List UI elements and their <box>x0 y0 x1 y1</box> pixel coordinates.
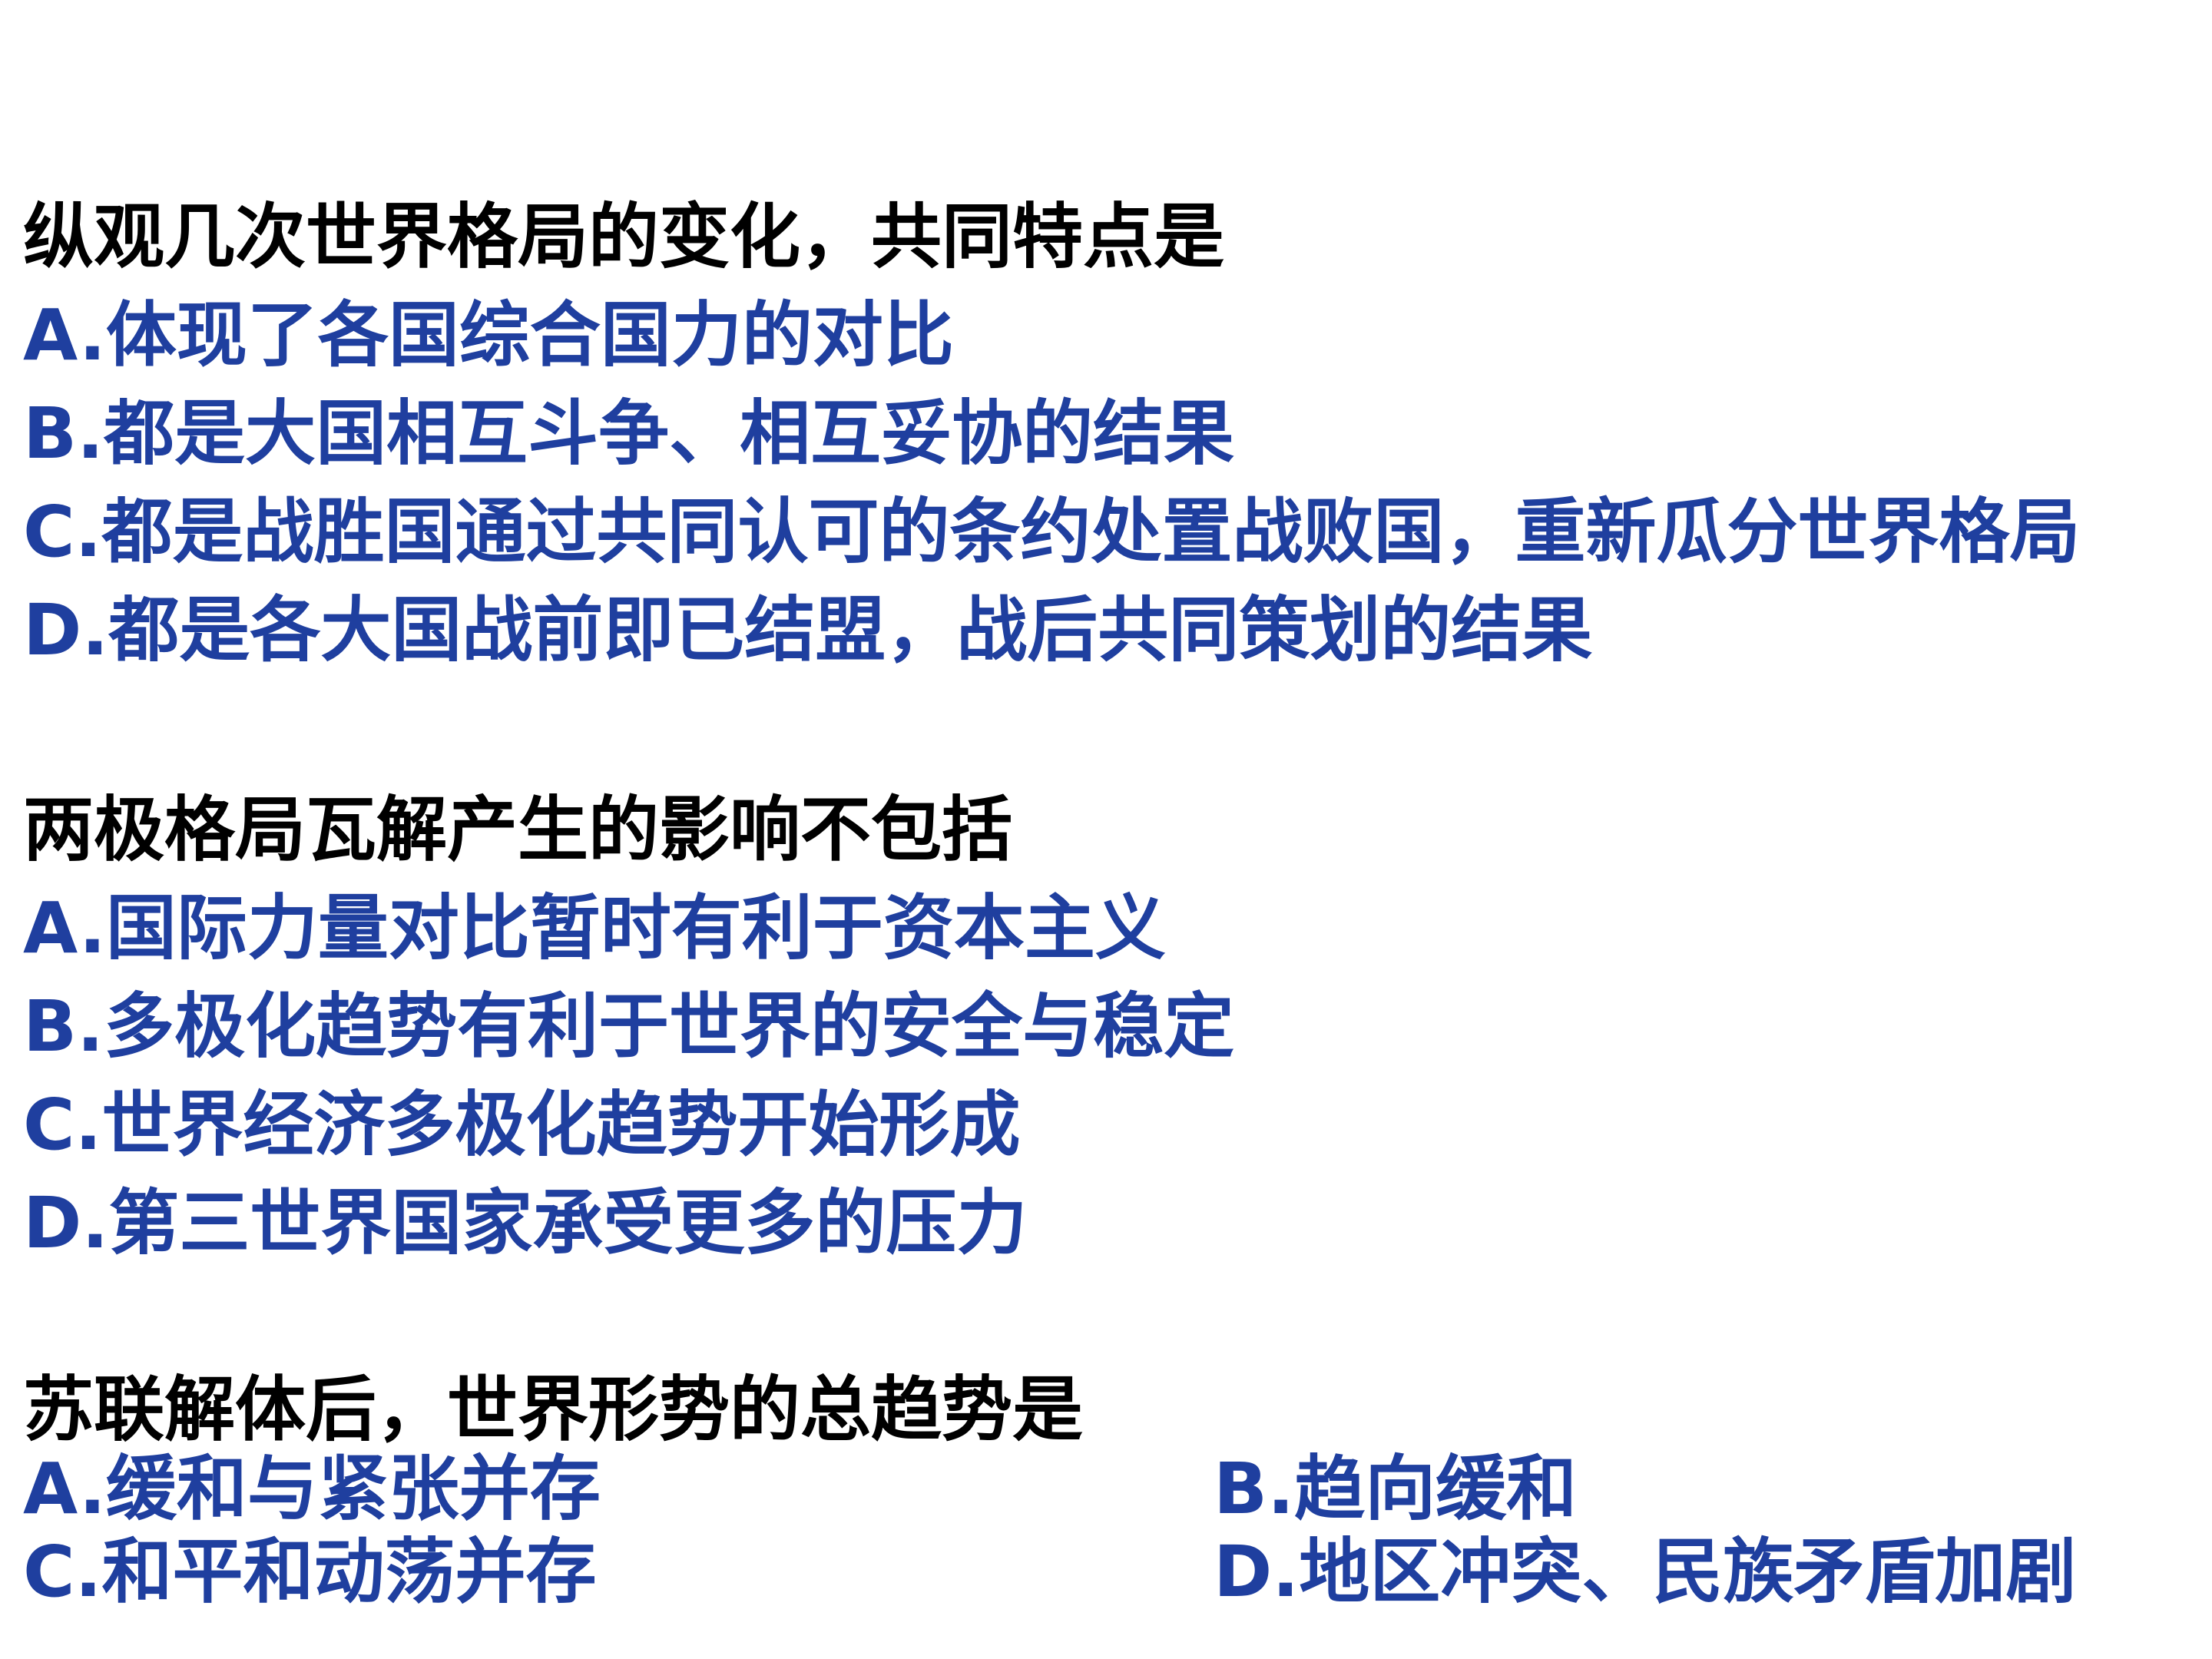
question-1-option-c: C.都是战胜国通过共同认可的条约处置战败国，重新瓜分世界格局 <box>23 491 2081 573</box>
question-3-option-c: C.和平和动荡并存 <box>23 1531 597 1613</box>
question-3-options-row-2: C.和平和动荡并存 D.地区冲突、民族矛盾加剧 <box>23 1531 2212 1614</box>
question-3-stem: 苏联解体后，世界形势的总趋势是 <box>23 1369 1084 1451</box>
question-2-option-c: C.世界经济多极化趋势开始形成 <box>23 1084 1021 1166</box>
question-2-option-d: D.第三世界国家承受更多的压力 <box>23 1182 1028 1264</box>
question-2-option-b: B.多极化趋势有利于世界的安全与稳定 <box>23 985 1235 1068</box>
question-3-option-b: B.趋向缓和 <box>1214 1448 1578 1530</box>
question-1-option-b: B.都是大国相互斗争、相互妥协的结果 <box>23 392 1235 475</box>
question-1-option-a: A.体现了各国综合国力的对比 <box>23 294 954 376</box>
question-3-option-d: D.地区冲突、民族矛盾加剧 <box>1214 1531 2077 1613</box>
question-1-stem: 纵观几次世界格局的变化，共同特点是 <box>23 196 1225 278</box>
question-2-option-a: A.国际力量对比暂时有利于资本主义 <box>23 887 1166 969</box>
question-3-options-row-1: A.缓和与紧张并存 B.趋向缓和 <box>23 1448 2212 1531</box>
question-2-stem: 两极格局瓦解产生的影响不包括 <box>23 789 1013 871</box>
question-1-option-d: D.都是各大国战前即已结盟，战后共同策划的结果 <box>23 589 1593 671</box>
question-3-option-a: A.缓和与紧张并存 <box>23 1448 601 1530</box>
